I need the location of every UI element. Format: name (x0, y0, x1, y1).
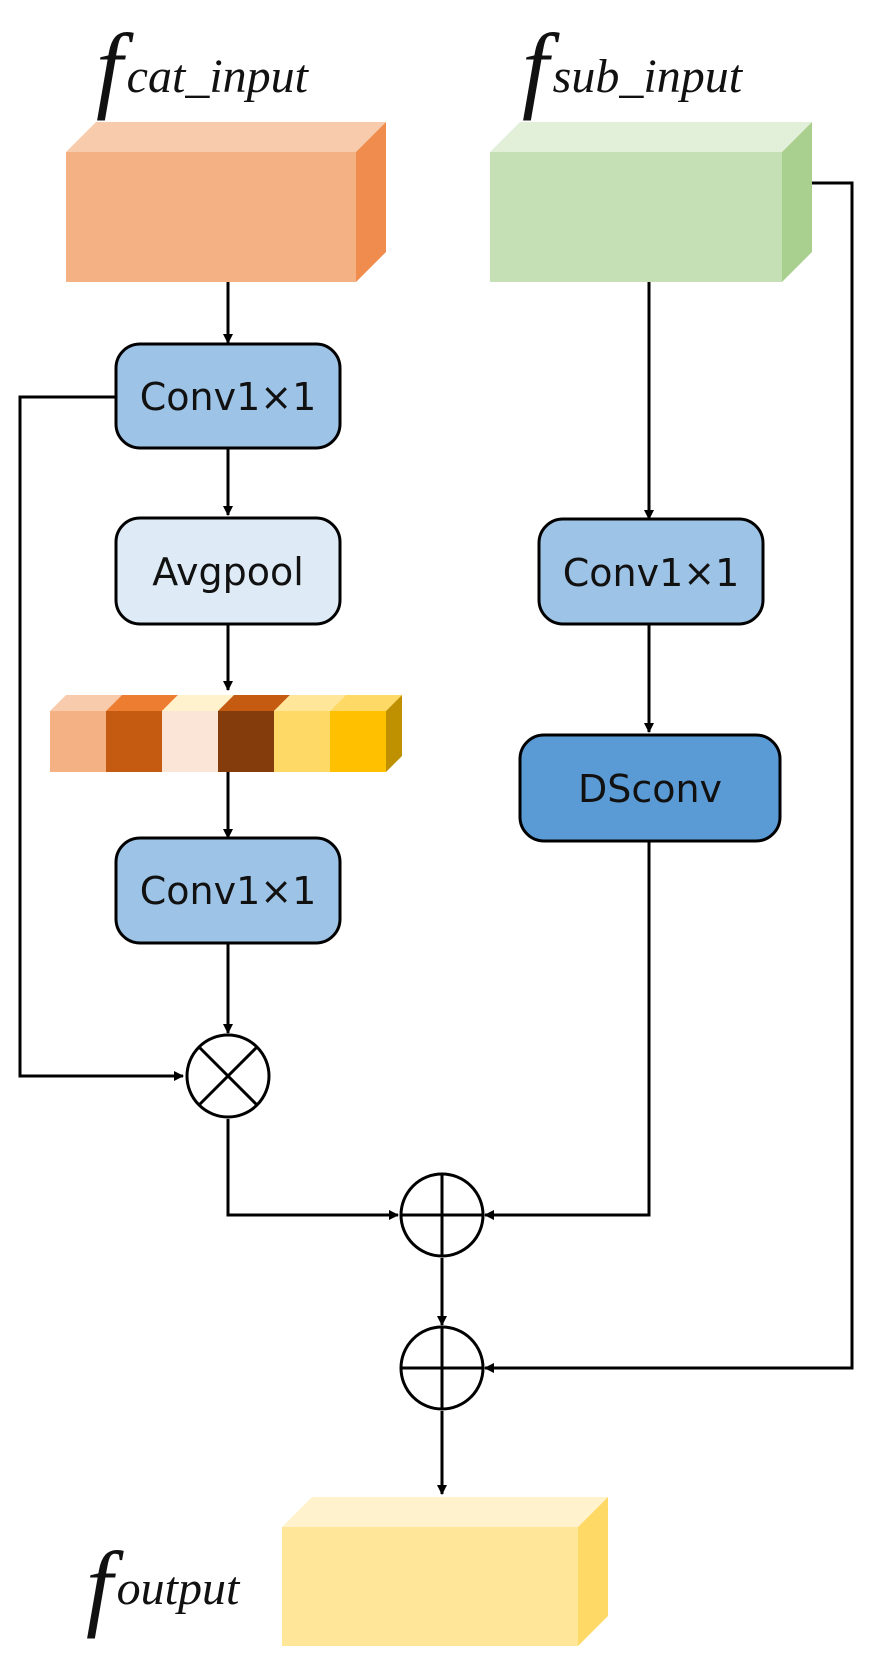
output-label: f output (86, 1532, 241, 1639)
sub-input-label: f sub_input (522, 14, 744, 121)
left-conv-top-label: Conv1×1 (140, 375, 317, 419)
right-conv-label: Conv1×1 (563, 551, 740, 595)
output-subscript: output (117, 1562, 241, 1615)
cat-input-label: f cat_input (96, 14, 310, 121)
left-conv-top-node: Conv1×1 (114, 342, 342, 450)
avgpool-label: Avgpool (152, 550, 304, 594)
vector-cell (218, 711, 274, 772)
add-icon (399, 1325, 485, 1411)
dsconv-label: DSconv (578, 767, 722, 811)
sub-input-feature-block (490, 122, 812, 282)
output-feature-block (282, 1497, 608, 1646)
sub-input-subscript: sub_input (553, 50, 744, 103)
multiply-icon (185, 1033, 271, 1119)
add-icon (399, 1172, 485, 1258)
vector-cell-top (274, 695, 346, 711)
left-conv-bottom-node: Conv1×1 (114, 836, 342, 945)
vector-cell (106, 711, 162, 772)
vector-cell-top (162, 695, 234, 711)
cat-input-subscript: cat_input (127, 50, 310, 103)
vector-cell (50, 711, 106, 772)
cat-input-feature-block (66, 122, 386, 282)
avgpool-node: Avgpool (114, 516, 342, 626)
vector-cell (162, 711, 218, 772)
vector-cell-top (218, 695, 290, 711)
wire-multiply-to-add (226, 1119, 399, 1220)
right-conv-node: Conv1×1 (537, 517, 765, 626)
vector-cell-top (106, 695, 178, 711)
channel-weight-vector (50, 695, 402, 772)
wire-skip-to-multiply (18, 395, 184, 1081)
vector-cell-top (330, 695, 402, 711)
dsconv-node: DSconv (518, 733, 782, 843)
left-conv-bottom-label: Conv1×1 (140, 869, 317, 913)
vector-cell-top (50, 695, 122, 711)
vector-side (386, 695, 402, 772)
wire-sub-input-skip (484, 181, 854, 1373)
wire-dsconv-to-add (484, 841, 651, 1220)
vector-cell (330, 711, 386, 772)
vector-cell (274, 711, 330, 772)
